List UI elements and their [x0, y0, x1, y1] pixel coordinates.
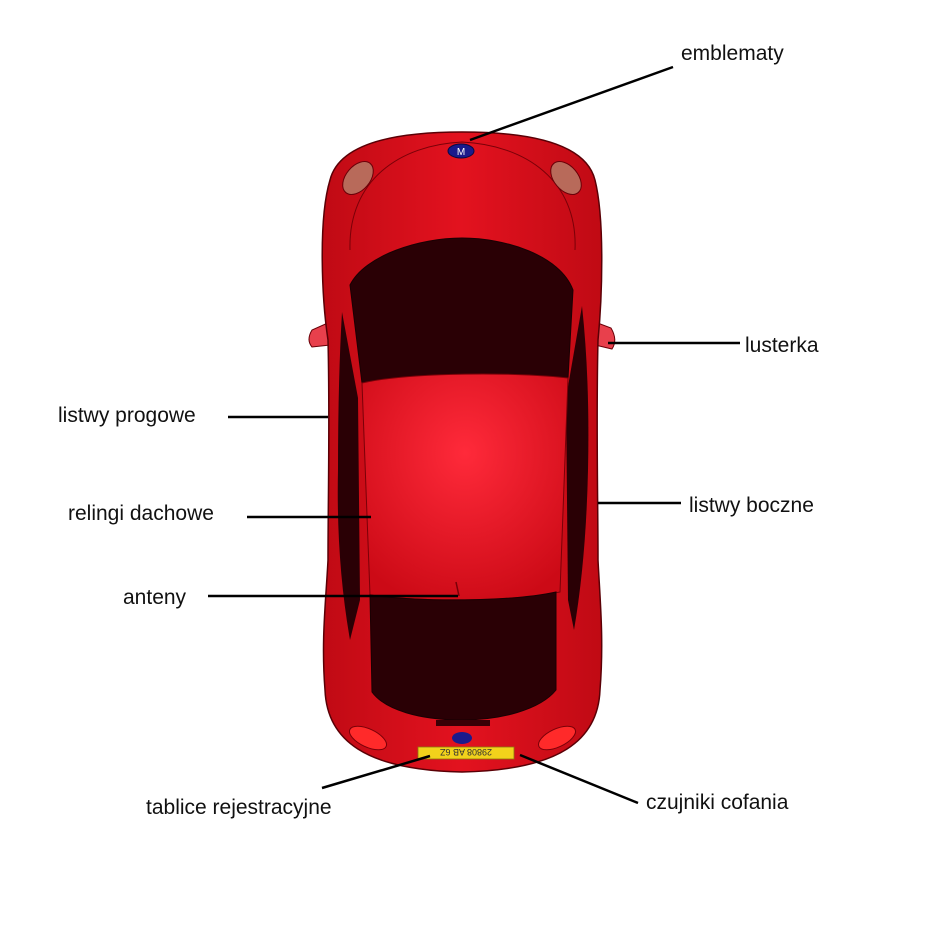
antenna [455, 581, 460, 597]
label-parking-sensors: czujniki cofania [646, 791, 789, 814]
label-sill-trims: listwy progowe [58, 404, 196, 427]
label-antennas: anteny [123, 586, 187, 609]
rear-license-plate [417, 746, 515, 760]
label-mirrors: lusterka [745, 334, 819, 357]
front-emblem-letter: M [457, 147, 465, 158]
rear-spoiler [436, 720, 490, 726]
rear-window [369, 591, 557, 721]
roof [361, 373, 569, 601]
left-side-window [337, 312, 360, 640]
right-side-window [566, 306, 589, 630]
front-windshield [349, 237, 574, 384]
right-taillight [537, 725, 577, 751]
left-mirror [308, 321, 331, 348]
license-plate-text: 29808 AB 6Z [439, 747, 492, 757]
label-roof-rails: relingi dachowe [68, 502, 214, 525]
leader-emblems [469, 65, 674, 142]
label-emblems: emblematy [681, 42, 784, 65]
rear-emblem [452, 732, 472, 744]
label-side-trims: listwy boczne [689, 494, 814, 517]
hood-line [349, 141, 576, 251]
left-headlight [342, 161, 374, 195]
right-headlight [550, 161, 582, 195]
leader-license-plates [321, 754, 431, 790]
leader-parking-sensors [519, 753, 639, 805]
left-taillight [348, 725, 388, 751]
front-emblem [447, 143, 475, 159]
label-license-plates: tablice rejestracyjne [146, 796, 332, 819]
